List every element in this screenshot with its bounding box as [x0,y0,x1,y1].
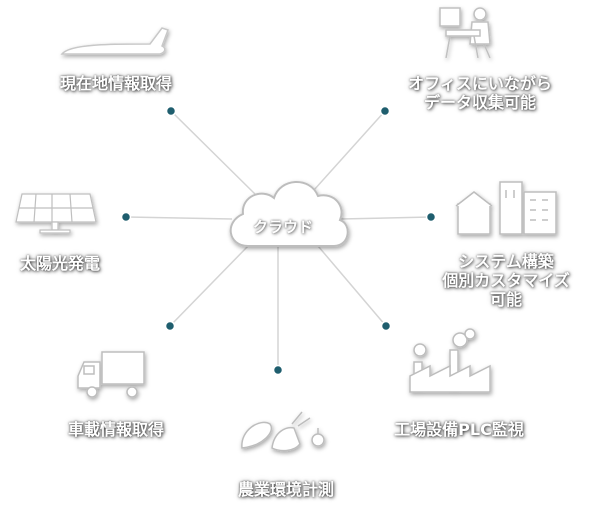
airplane-icon [60,27,169,55]
connector-line-solar [125,216,233,220]
connector-dots [120,105,437,376]
connector-dot-factory [380,320,392,332]
connector-line-office [313,110,386,191]
vegetables-icon [241,411,325,452]
connector-dot-location [165,105,177,117]
connector-dot-vehicle [164,320,176,332]
factory-icon [409,328,491,393]
connector-dot-system [425,211,437,223]
connector-dot-agriculture [272,364,284,376]
cloud-label: クラウド [253,218,313,236]
connector-dot-solar [120,211,132,223]
node-label-solar: 太陽光発電 [19,254,100,273]
connector-dot-office [379,105,391,117]
connector-line-system [339,216,432,220]
node-label-vehicle: 車載情報取得 [67,420,164,439]
connector-line-location [170,110,256,195]
buildings-icon [455,181,557,235]
connector-lines [125,110,432,370]
connector-line-vehicle [169,243,251,327]
truck-icon [77,351,145,398]
connector-line-factory [317,245,387,327]
node-label-system: システム構築 個別カスタマイズ 可能 [442,252,570,309]
node-label-agriculture: 農業環境計測 [237,480,334,499]
node-label-location: 現在地情報取得 [59,74,172,93]
node-label-factory: 工場設備PLC監視 [394,420,524,439]
cloud-icon [229,181,349,247]
office-worker-icon [439,7,491,59]
solar-panel-icon [15,193,97,234]
node-label-office: オフィスにいながら データ収集可能 [408,74,552,112]
